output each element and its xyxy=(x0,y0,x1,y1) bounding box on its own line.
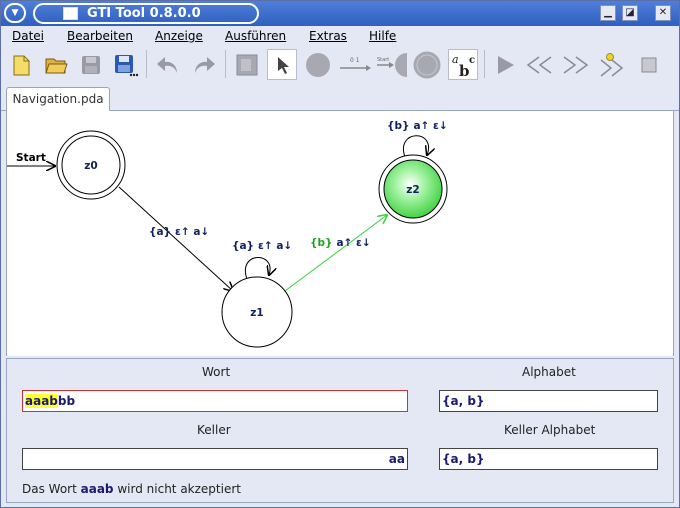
status-suffix: wird nicht akzeptiert xyxy=(117,482,241,496)
word-panel: Wort aaabbb Alphabet {a, b} Keller aa Ke… xyxy=(6,358,674,503)
title-pill: GTI Tool 0.8.0.0 xyxy=(33,3,259,24)
save-disk-icon xyxy=(82,55,100,74)
state-z0[interactable]: z0 xyxy=(56,130,126,200)
edit-document-button[interactable] xyxy=(232,49,262,80)
pda-diagram: Start {a}ε↑ a↓ {a}ε↑ a↓ {b}a↑ ε↓ {b}a↑ ε… xyxy=(7,120,448,348)
window-menu-button[interactable]: ▼ xyxy=(4,3,26,23)
new-file-icon xyxy=(13,55,30,75)
menu-anzeige[interactable]: Anzeige xyxy=(155,29,203,43)
transition-z0-z1[interactable] xyxy=(118,186,233,291)
transition-arrow-icon: 0 1 xyxy=(340,57,371,71)
minimize-button[interactable]: ▁ xyxy=(600,5,616,21)
label-z2-loop: {b}a↑ ε↓ xyxy=(387,120,448,132)
tab-bar: Navigation.pda xyxy=(1,85,679,112)
svg-text:b: b xyxy=(459,62,470,79)
select-tool-button[interactable] xyxy=(267,49,297,80)
state-z2-label: z2 xyxy=(406,184,419,196)
start-label: Start xyxy=(16,152,46,164)
svg-text:a: a xyxy=(452,53,459,66)
save-button[interactable] xyxy=(76,49,106,80)
keller-alphabet-input[interactable]: {a, b} xyxy=(439,448,658,470)
svg-text:0 1: 0 1 xyxy=(350,57,360,64)
redo-icon xyxy=(195,56,215,73)
stop-icon xyxy=(641,57,657,72)
cursor-icon xyxy=(278,56,289,74)
state-z1-label: z1 xyxy=(250,307,263,319)
keller-label: Keller xyxy=(197,423,231,437)
state-z2[interactable]: z2 xyxy=(378,154,448,224)
add-start-state-button[interactable]: Start xyxy=(375,49,411,80)
status-word: aaab xyxy=(80,482,114,496)
status-message: Das Wort aaab wird nicht akzeptiert xyxy=(22,482,241,496)
menu-bearbeiten[interactable]: Bearbeiten xyxy=(67,29,133,43)
step-back-button[interactable] xyxy=(525,49,555,80)
wort-label: Wort xyxy=(202,365,231,379)
open-file-button[interactable] xyxy=(41,49,71,80)
svg-text:c: c xyxy=(469,55,475,66)
close-button[interactable]: ✕ xyxy=(655,5,671,21)
toolbar-separator xyxy=(225,50,226,78)
maximize-button[interactable]: ◪ xyxy=(622,5,638,21)
alphabet-icon: abc xyxy=(452,53,475,79)
keller-alphabet-label: Keller Alphabet xyxy=(504,423,596,437)
wort-remaining: bb xyxy=(57,394,76,408)
menu-bar: Datei Bearbeiten Anzeige Ausführen Extra… xyxy=(1,26,679,46)
status-prefix: Das Wort xyxy=(22,482,77,496)
add-state-button[interactable] xyxy=(303,49,333,80)
wort-input[interactable]: aaabbb xyxy=(22,390,408,412)
start-state-icon: Start xyxy=(377,52,407,77)
step-forward-button[interactable] xyxy=(560,49,590,80)
menu-datei[interactable]: Datei xyxy=(12,29,45,43)
label-z0-z1: {a}ε↑ a↓ xyxy=(149,226,209,238)
state-z0-label: z0 xyxy=(84,160,97,172)
menu-ausfuehren[interactable]: Ausführen xyxy=(225,29,287,43)
svg-text:Start: Start xyxy=(377,57,389,63)
tab-navigation-pda[interactable]: Navigation.pda xyxy=(6,87,110,112)
save-as-icon xyxy=(115,54,139,76)
double-left-icon xyxy=(526,55,552,74)
toolbar-separator xyxy=(484,50,485,78)
double-right-icon xyxy=(563,55,589,74)
alphabet-label: Alphabet xyxy=(522,365,576,379)
add-transition-button[interactable]: 0 1 xyxy=(338,49,374,80)
menu-extras[interactable]: Extras xyxy=(309,29,347,43)
keller-input[interactable]: aa xyxy=(22,448,408,470)
toolbar-separator xyxy=(146,50,147,78)
redo-button[interactable] xyxy=(189,49,219,80)
diagram-canvas[interactable]: Start {a}ε↑ a↓ {a}ε↑ a↓ {b}a↑ ε↓ {b}a↑ ε… xyxy=(6,111,674,356)
transition-z2-loop[interactable] xyxy=(402,135,428,157)
wort-processed: aaab xyxy=(25,394,58,408)
state-z1[interactable]: z1 xyxy=(221,276,293,348)
window-title: GTI Tool 0.8.0.0 xyxy=(87,6,201,21)
app-icon xyxy=(63,7,78,20)
open-folder-icon xyxy=(45,58,68,73)
transition-z1-loop[interactable] xyxy=(244,257,270,280)
alphabet-input[interactable]: {a, b} xyxy=(439,390,658,412)
add-final-state-button[interactable] xyxy=(412,49,442,80)
state-circle-icon xyxy=(306,52,330,77)
menu-hilfe[interactable]: Hilfe xyxy=(369,29,397,43)
stop-button[interactable] xyxy=(634,49,664,80)
new-file-button[interactable] xyxy=(6,49,36,80)
transition-z1-z2[interactable] xyxy=(284,215,387,292)
undo-button[interactable] xyxy=(153,49,183,80)
edit-document-icon xyxy=(236,54,258,75)
auto-step-button[interactable] xyxy=(597,49,627,80)
undo-icon xyxy=(157,56,177,73)
title-bar: ▼ GTI Tool 0.8.0.0 ▁ ◪ ✕ xyxy=(1,1,679,26)
play-icon xyxy=(498,55,514,74)
save-as-button[interactable] xyxy=(111,49,141,80)
auto-step-icon xyxy=(600,52,624,77)
run-button[interactable] xyxy=(490,49,520,80)
label-z1-loop: {a}ε↑ a↓ xyxy=(232,240,292,252)
final-state-icon xyxy=(413,51,441,78)
label-z1-z2: {b}a↑ ε↓ xyxy=(310,237,371,249)
